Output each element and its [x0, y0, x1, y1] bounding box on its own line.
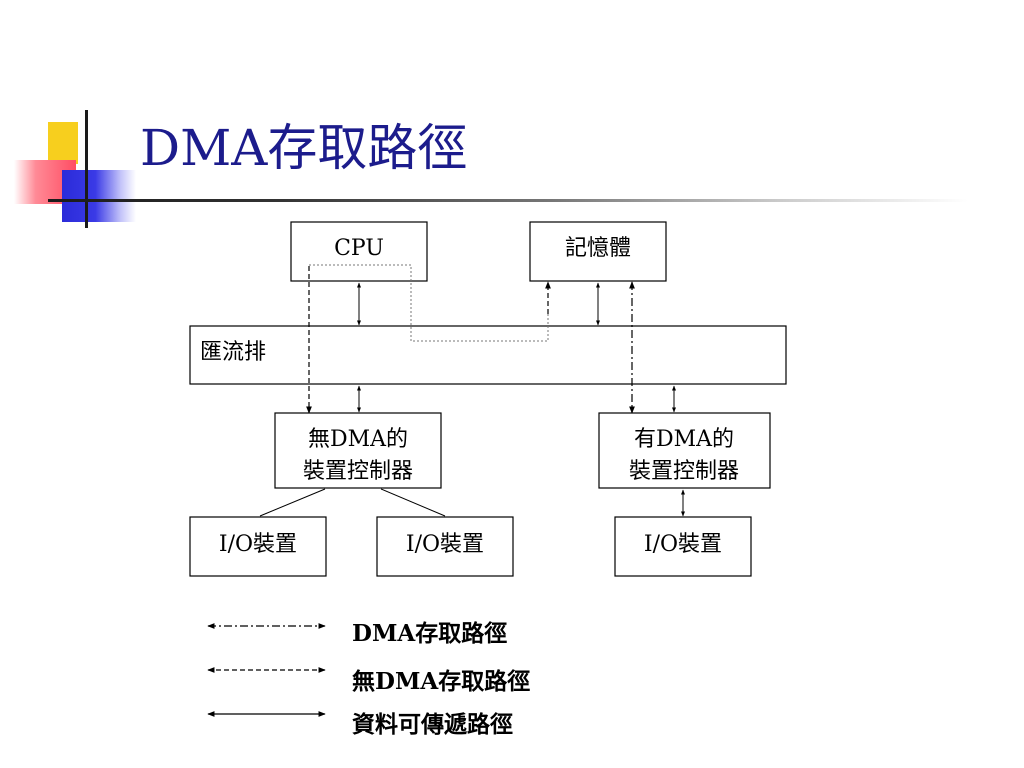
cpu-box	[290, 221, 428, 282]
io-device-box-2	[376, 516, 514, 577]
title-underline	[48, 199, 968, 202]
decor-yellow-square	[48, 122, 78, 164]
legend-non-dma-label: 無DMA存取路徑	[352, 668, 530, 695]
legend-dma-label: DMA存取路徑	[352, 620, 507, 647]
decor-vertical-line	[85, 110, 88, 228]
slide-title: DMA存取路徑	[140, 119, 468, 177]
controller-io2-link	[380, 488, 446, 517]
controller-dma-line1: 有DMA的	[634, 427, 734, 452]
cpu-label: CPU	[334, 236, 384, 261]
controller-no-dma-line2: 裝置控制器	[303, 459, 413, 484]
io-device-label-2: I/O裝置	[406, 532, 484, 557]
decor-blue-gradient-bar	[62, 170, 136, 222]
memory-label: 記憶體	[565, 236, 631, 261]
cpu-memory-dotted-route	[309, 264, 549, 342]
controller-no-dma-box	[274, 412, 442, 489]
controller-no-dma-line1: 無DMA的	[308, 427, 408, 452]
controller-io1-link	[259, 488, 326, 517]
legend-data-label: 資料可傳遞路徑	[352, 711, 513, 738]
bus-box	[189, 325, 787, 385]
io-device-box-3	[614, 516, 752, 577]
io-device-label-3: I/O裝置	[644, 532, 722, 557]
controller-dma-line2: 裝置控制器	[629, 459, 739, 484]
memory-box	[529, 221, 667, 282]
io-device-label-1: I/O裝置	[219, 532, 297, 557]
io-device-box-1	[189, 516, 327, 577]
controller-dma-box	[598, 412, 771, 489]
bus-label: 匯流排	[200, 340, 266, 365]
